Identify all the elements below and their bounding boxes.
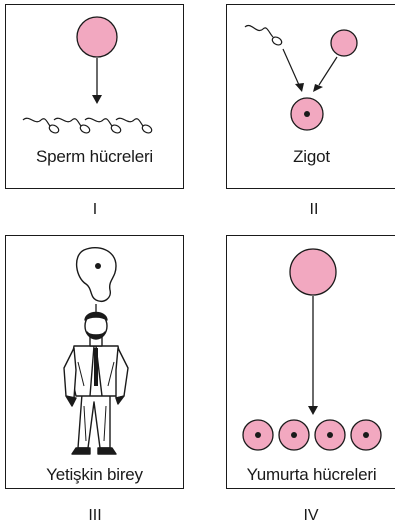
sperm-cell — [84, 117, 122, 134]
adult-figure — [63, 311, 129, 455]
egg-cell — [242, 419, 274, 451]
embryo-shape — [76, 247, 117, 302]
panel-zygote-formation: Zigot — [226, 4, 395, 189]
sperm-cell — [244, 25, 283, 46]
egg-cell — [314, 419, 346, 451]
panel-adult-development: Yetişkin birey — [5, 235, 184, 489]
panel-iv-label: IV — [303, 507, 319, 524]
sperm-cells — [22, 117, 153, 134]
embryo-nucleus — [95, 263, 101, 269]
arrow-head — [308, 406, 318, 415]
egg-cells — [242, 419, 382, 451]
arrow-line — [282, 48, 300, 86]
arrow-head — [313, 84, 323, 92]
sperm-cell — [115, 117, 153, 134]
panel-i-caption: Sperm hücreleri — [36, 147, 153, 166]
sperm-cell — [53, 117, 91, 134]
egg-cell — [350, 419, 382, 451]
panel-iv-caption: Yumurta hücreleri — [246, 465, 377, 484]
parent-cell — [76, 16, 118, 58]
nucleus — [304, 111, 310, 117]
panel-iii-caption: Yetişkin birey — [46, 465, 143, 484]
panel-ii-drawing — [244, 25, 358, 131]
panel-i-drawing — [22, 16, 153, 134]
panel-egg-formation: Yumurta hücreleri — [226, 235, 395, 489]
panel-sperm-formation: Sperm hücreleri — [5, 4, 184, 189]
panel-iii-label: III — [88, 507, 102, 524]
parent-cell — [289, 248, 337, 296]
arrow-head — [92, 95, 102, 104]
egg-cell — [278, 419, 310, 451]
panel-iv-drawing — [242, 248, 382, 451]
arrow-head — [295, 83, 304, 92]
arrow-line — [318, 56, 338, 86]
panel-i-label: I — [92, 201, 98, 218]
egg-cell — [330, 29, 358, 57]
panel-ii-label: II — [309, 201, 319, 218]
panel-iii-drawing — [63, 247, 129, 455]
panel-ii-caption: Zigot — [293, 147, 330, 166]
sperm-cell — [22, 117, 60, 134]
